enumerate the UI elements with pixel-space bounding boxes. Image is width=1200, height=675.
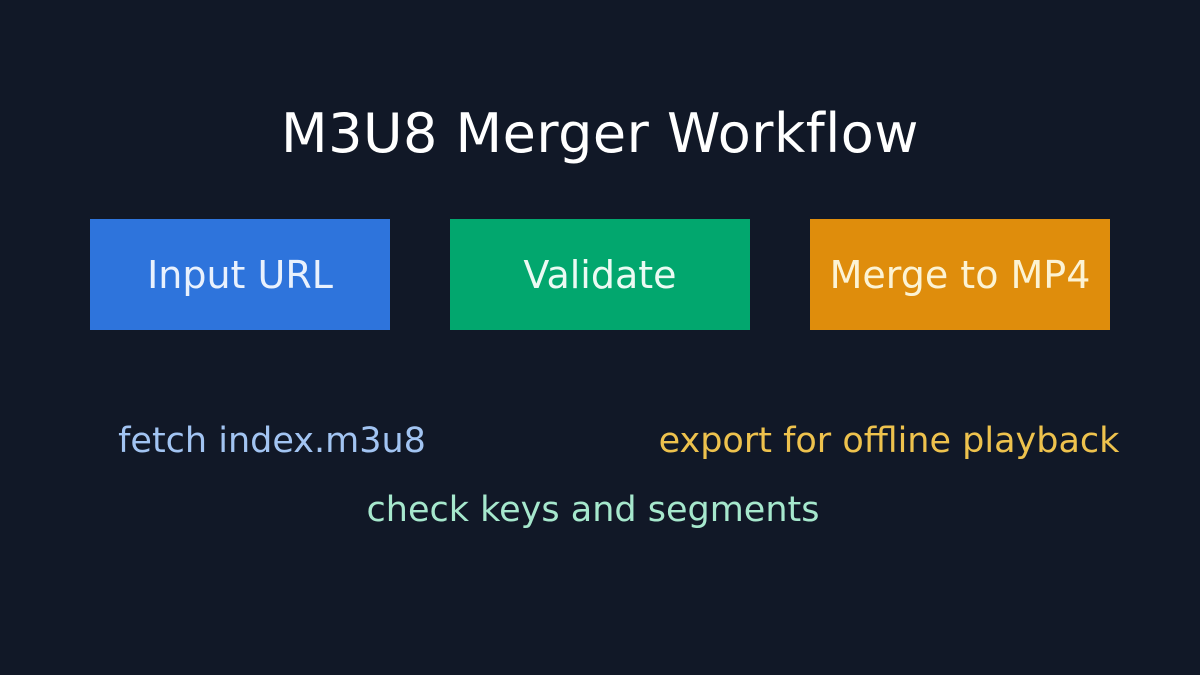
step-label-input-url: Input URL (147, 252, 333, 297)
annotation-check-keys: check keys and segments (366, 490, 820, 530)
annotation-export-offline: export for offline playback (658, 421, 1120, 461)
step-label-merge-to-mp4: Merge to MP4 (829, 252, 1091, 297)
step-box-validate: Validate (450, 219, 750, 330)
step-box-input-url: Input URL (90, 219, 390, 330)
diagram-title: M3U8 Merger Workflow (281, 102, 919, 165)
step-box-merge-to-mp4: Merge to MP4 (810, 219, 1110, 330)
step-label-validate: Validate (523, 252, 677, 297)
annotation-fetch-index: fetch index.m3u8 (118, 421, 426, 461)
